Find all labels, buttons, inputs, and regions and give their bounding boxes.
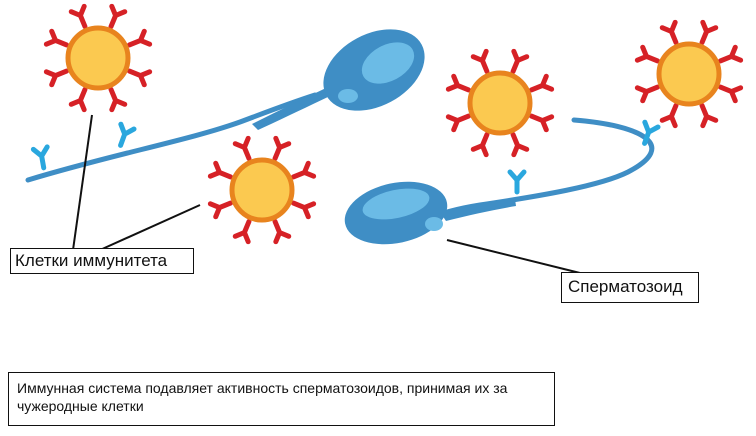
- antibody-red-icon: [634, 84, 661, 104]
- antibody-blue-icon: [118, 121, 137, 148]
- immune-cell-body: [656, 41, 722, 107]
- sperm-middle-nucleus: [425, 217, 443, 231]
- antibody-red-icon: [717, 44, 744, 64]
- antibody-red-icon: [43, 68, 70, 88]
- immune-cells: [43, 3, 744, 245]
- immune-cell-body: [467, 70, 533, 136]
- antibody-red-icon: [659, 19, 679, 46]
- callout-line-cell-1: [72, 114, 93, 251]
- antibody-red-icon: [290, 160, 317, 180]
- sperm-middle: [344, 117, 655, 245]
- immune-cell: [445, 48, 555, 158]
- antibody-red-icon: [207, 200, 234, 220]
- antibody-red-icon: [528, 73, 555, 93]
- sperm-middle-midpiece: [440, 199, 516, 221]
- antibody-red-icon: [699, 19, 719, 46]
- antibody-red-icon: [232, 135, 252, 162]
- antibody-red-icon: [699, 102, 719, 129]
- antibody-red-icon: [68, 86, 88, 113]
- antibody-red-icon: [272, 218, 292, 245]
- sperm-top-head-highlight: [361, 42, 415, 84]
- immune-cell-body: [65, 25, 131, 91]
- sperm-top-midpiece: [252, 88, 330, 130]
- antibody-red-icon: [528, 113, 555, 133]
- antibody-red-icon: [126, 28, 153, 48]
- sperm-top-nucleus: [338, 89, 358, 103]
- antibody-red-icon: [445, 73, 472, 93]
- immune-cell: [43, 3, 153, 113]
- sperm-top: [25, 29, 425, 183]
- label-sperm: Сперматозоид: [561, 272, 699, 303]
- antibody-red-icon: [445, 113, 472, 133]
- immune-cell: [634, 19, 744, 129]
- label-immune-cells: Клетки иммунитета: [10, 248, 194, 274]
- antibody-red-icon: [717, 84, 744, 104]
- sperm-top-tail: [25, 92, 318, 183]
- immune-cell-body: [229, 157, 295, 223]
- sperm-middle-head-highlight: [362, 188, 430, 220]
- free-antibodies: [30, 119, 661, 195]
- callout-lines: [72, 114, 581, 274]
- antibody-red-icon: [510, 48, 530, 75]
- antibody-red-icon: [232, 218, 252, 245]
- antibody-red-icon: [634, 44, 661, 64]
- antibody-red-icon: [510, 131, 530, 158]
- callout-line-sperm: [446, 239, 581, 274]
- antibody-red-icon: [207, 160, 234, 180]
- immune-cell: [207, 135, 317, 245]
- antibody-red-icon: [108, 3, 128, 30]
- antibody-red-icon: [68, 3, 88, 30]
- callout-line-cell-2: [99, 204, 201, 251]
- sperm-middle-tail: [422, 117, 655, 223]
- antibody-red-icon: [659, 102, 679, 129]
- antibody-red-icon: [470, 48, 490, 75]
- antibody-red-icon: [43, 28, 70, 48]
- antibody-red-icon: [108, 86, 128, 113]
- caption: Иммунная система подавляет активность сп…: [8, 372, 555, 426]
- antibody-blue-icon: [507, 169, 527, 195]
- antibody-red-icon: [290, 200, 317, 220]
- antibody-red-icon: [470, 131, 490, 158]
- antibody-red-icon: [126, 68, 153, 88]
- antibody-red-icon: [272, 135, 292, 162]
- antibody-blue-icon: [30, 144, 50, 171]
- antibody-blue-icon: [642, 119, 661, 146]
